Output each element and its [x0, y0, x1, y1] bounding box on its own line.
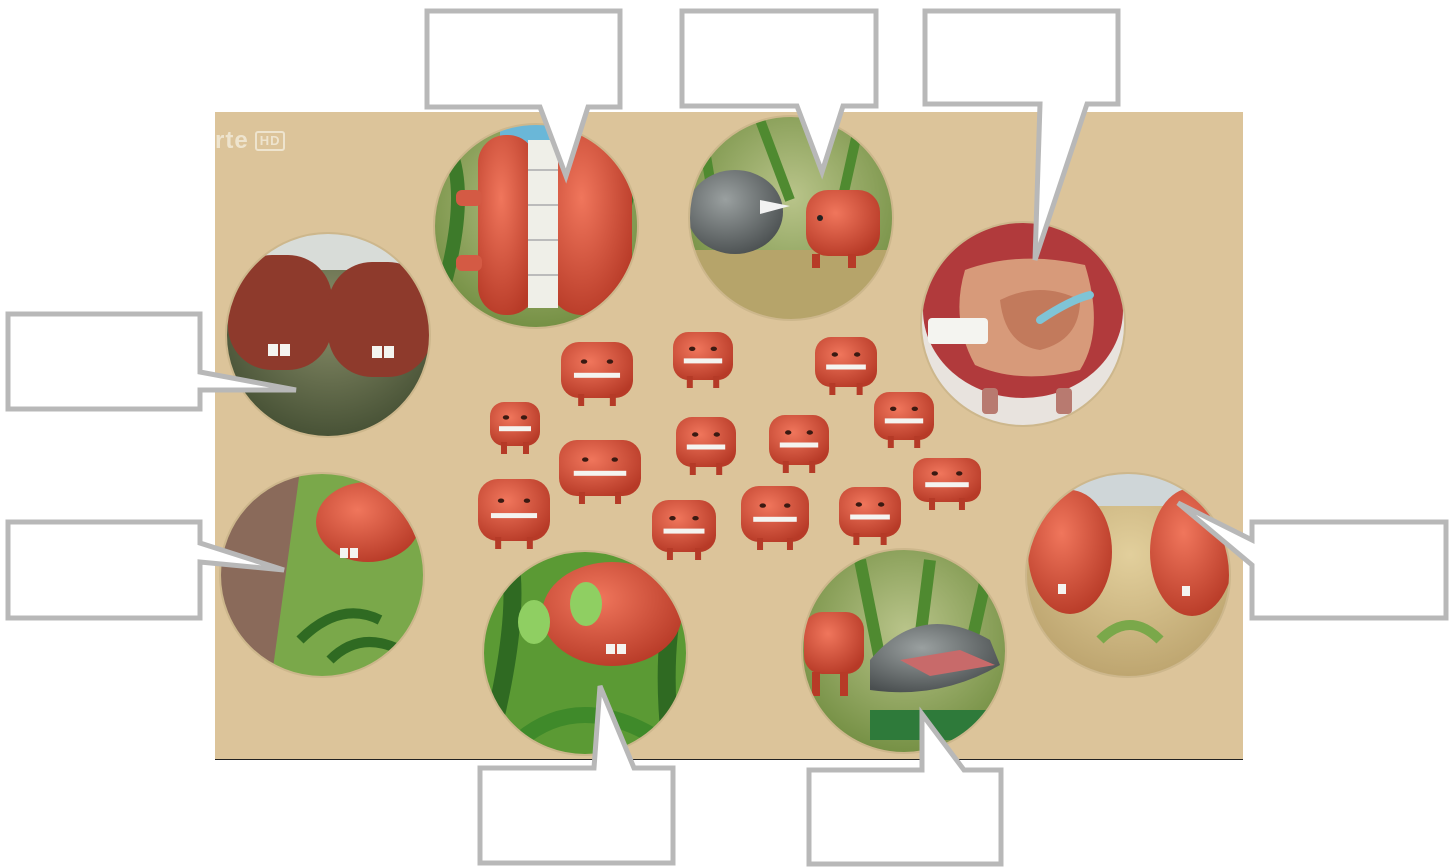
small-creature — [478, 479, 550, 549]
small-creature — [815, 337, 877, 395]
small-creature — [741, 486, 809, 550]
vignette-creature-in-plants — [480, 548, 692, 760]
creature-group — [478, 332, 981, 560]
small-creature — [913, 458, 981, 510]
vignette-predator-and-creature — [686, 112, 898, 330]
small-creature — [561, 342, 633, 406]
small-creature — [769, 415, 829, 473]
small-creature — [490, 402, 540, 454]
small-creature — [673, 332, 733, 388]
small-creature — [676, 417, 736, 475]
small-creature — [839, 487, 901, 545]
small-creature — [559, 440, 641, 504]
vignette-creature-teeth-closeup — [430, 120, 642, 332]
small-creature — [652, 500, 716, 560]
small-creature — [874, 392, 934, 448]
